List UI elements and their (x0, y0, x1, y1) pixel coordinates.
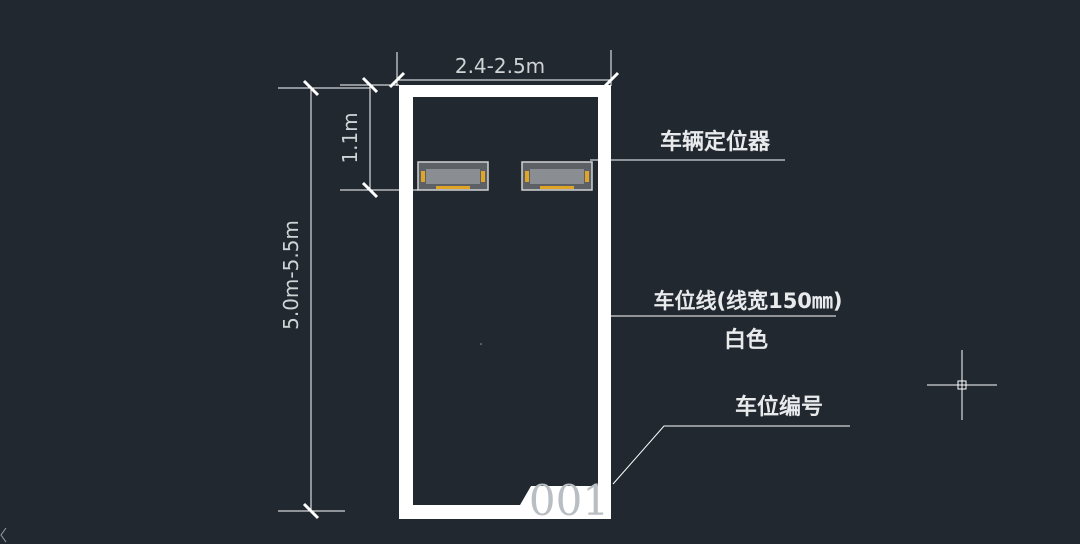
length-dimension (278, 79, 370, 520)
center-point-mark (480, 343, 482, 345)
parking-space-outline (399, 85, 611, 519)
wheel-stopper-left (417, 161, 489, 191)
leader-space-number (612, 425, 850, 485)
width-dimension-label: 2.4-2.5m (455, 54, 545, 78)
stopper-offset-label: 1.1m (338, 112, 362, 163)
wheel-stopper-right (521, 161, 593, 191)
ucs-icon (0, 527, 7, 543)
stopper-offset-dimension (340, 76, 418, 199)
cad-crosshair-cursor (927, 350, 997, 420)
space-number-label: 车位编号 (735, 394, 823, 420)
length-dimension-label: 5.0m-5.5m (279, 220, 303, 330)
space-line-label: 车位线(线宽150㎜) (653, 289, 842, 313)
space-number: 001 (529, 476, 609, 525)
vehicle-locator-label: 车辆定位器 (660, 129, 771, 155)
space-line-color-label: 白色 (724, 327, 768, 353)
